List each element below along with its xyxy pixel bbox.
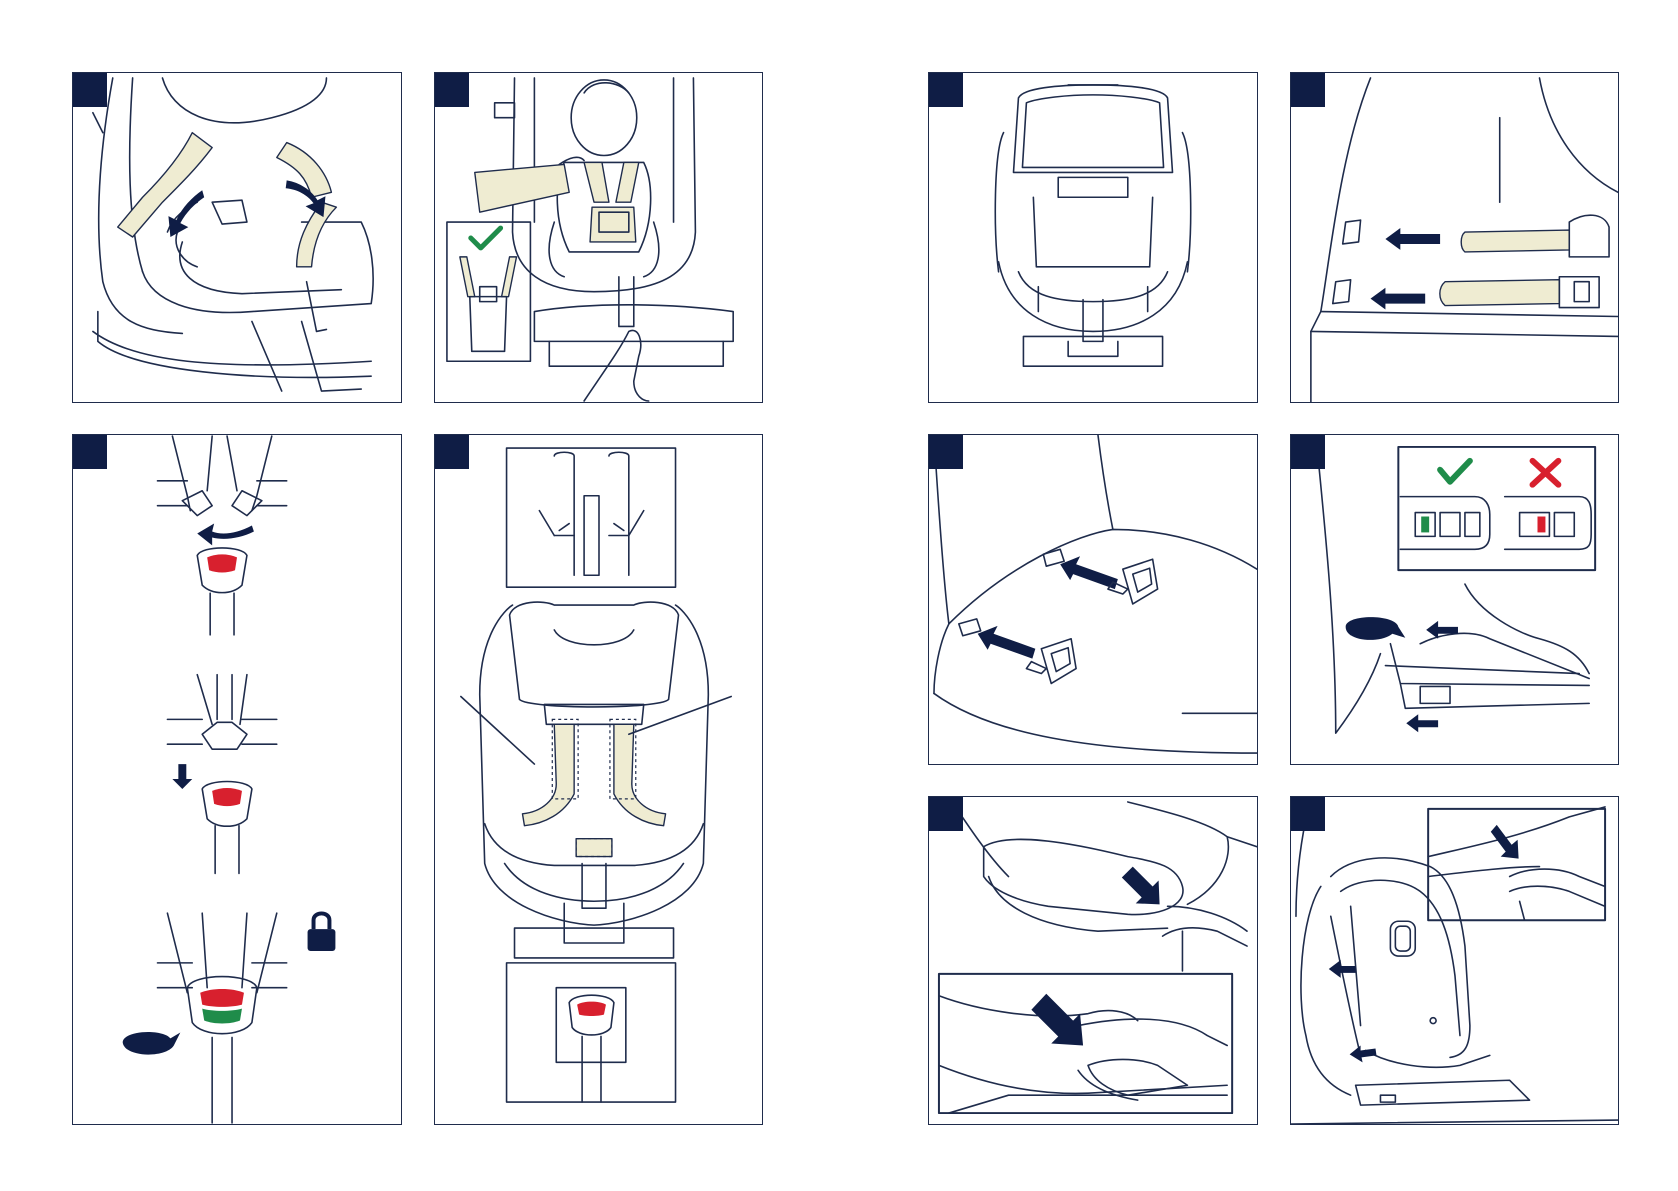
- step-number-badge: [1291, 435, 1325, 469]
- step-number-badge: [929, 435, 963, 469]
- ok-check-icon: [471, 228, 501, 248]
- lock-icon: [308, 929, 336, 951]
- step-number-badge: [1291, 797, 1325, 831]
- seat-installed-side-view-icon: [1291, 797, 1618, 1124]
- step-panel-push-seat: [928, 796, 1258, 1125]
- buckle-click-sequence-icon: [73, 435, 401, 1124]
- isofix-guides-insert-icon: [929, 435, 1257, 764]
- step-panel-isofix-guides: [928, 434, 1258, 765]
- step-panel-buckle: [72, 434, 402, 1125]
- step-panel-open-harness: [72, 72, 402, 403]
- ok-check-icon: [1440, 461, 1470, 482]
- step-number-badge: [73, 435, 107, 469]
- step-number-badge: [929, 73, 963, 107]
- step-number-badge: [435, 73, 469, 107]
- car-seat-front-view-icon: [929, 73, 1257, 402]
- step-number-badge: [435, 435, 469, 469]
- child-seated-harness-adjust-icon: [435, 73, 762, 402]
- harness-open-arrows-icon: [73, 73, 401, 402]
- wrong-cross-icon: [1533, 461, 1559, 485]
- step-panel-seat-front: [928, 72, 1258, 403]
- step-number-badge: [73, 73, 107, 107]
- step-panel-isofix-indicator: [1290, 434, 1619, 765]
- push-seat-back-icon: [929, 797, 1257, 1124]
- step-panel-isofix-extend: [1290, 72, 1619, 403]
- step-panel-adjust-harness: [434, 72, 763, 403]
- isofix-connectors-extend-icon: [1291, 73, 1618, 402]
- step-number-badge: [1291, 73, 1325, 107]
- step-panel-seat-installed: [1290, 796, 1619, 1125]
- click-sound-bubble-icon: [1346, 617, 1406, 640]
- harness-storage-clips-icon: [435, 435, 762, 1124]
- isofix-indicator-check-icon: [1291, 435, 1618, 764]
- click-sound-bubble-icon: [123, 1032, 181, 1055]
- step-panel-harness-storage: [434, 434, 763, 1125]
- step-number-badge: [929, 797, 963, 831]
